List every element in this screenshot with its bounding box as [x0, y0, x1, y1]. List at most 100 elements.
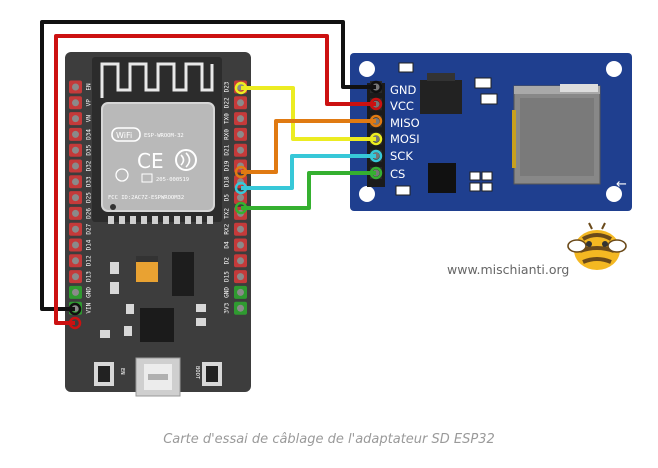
svg-text:WiFi: WiFi	[116, 131, 132, 140]
certification-box	[141, 173, 153, 183]
esp32-right-pin-label: D22	[224, 97, 231, 108]
module-pad	[174, 216, 180, 224]
esp32-left-pin-label: GND	[86, 287, 93, 298]
tantalum-capacitor	[136, 256, 158, 282]
shield-can	[102, 103, 214, 211]
esp32-left-pin-label: D33	[86, 176, 93, 187]
module-pad	[141, 216, 147, 224]
esp32-pin-hole	[237, 146, 244, 154]
esp32-pin-hole	[72, 83, 79, 91]
esp32-left-pin-label: D26	[86, 208, 93, 219]
wire-vcc	[54, 34, 376, 325]
module-pad	[130, 216, 136, 224]
esp32-pin-hole	[237, 99, 244, 107]
wire-mosi	[241, 86, 376, 141]
esp32-right-pin-label: RX2	[224, 223, 231, 234]
esp32-pin-hole	[237, 225, 244, 233]
esp32-right-pin-label: D19	[224, 160, 231, 171]
mounting-hole	[359, 61, 375, 77]
esp32-right-pin-label: TX2	[224, 208, 231, 219]
smd-component	[124, 326, 132, 336]
chip-label: ESP-WROOM-32	[144, 133, 184, 139]
mounting-hole	[606, 186, 622, 202]
esp32-pin-hole	[72, 225, 79, 233]
esp32-pin-hole	[72, 130, 79, 138]
wifi-logo: WiFi	[111, 127, 141, 142]
esp32-left-pin-label: D32	[86, 160, 93, 171]
esp32-pin-hole	[237, 273, 244, 281]
wire-end-connector	[234, 81, 248, 95]
esp32-pin-hole	[72, 194, 79, 202]
pin-label-gnd: GND	[390, 83, 417, 97]
esp32-pin-hole	[237, 194, 244, 202]
esp32-left-pin-label: D35	[86, 144, 93, 155]
esp32-pin-hole	[237, 257, 244, 265]
cert-code: 205-000519	[156, 177, 189, 183]
esp32-left-pin-label: D34	[86, 129, 93, 140]
wire-end-connector	[68, 302, 82, 316]
module-pad	[163, 216, 169, 224]
esp32-pin-hole	[72, 209, 79, 217]
antenna-trace	[100, 62, 214, 98]
esp32-right-pin-label: RX0	[224, 129, 231, 140]
esp32-pin-hole	[72, 178, 79, 186]
esp32-pin-hole	[237, 288, 244, 296]
module-pad	[119, 216, 125, 224]
wire-end-connector	[369, 166, 383, 180]
pin-label-miso: MISO	[390, 116, 420, 130]
en-button	[94, 362, 114, 386]
usb-uart-chip	[140, 308, 174, 342]
esp32-pin-hole	[72, 146, 79, 154]
bee-logo-icon	[567, 222, 627, 270]
esp32-pin-hole	[237, 115, 244, 123]
capacitor	[474, 77, 492, 89]
en-button-label: EN	[119, 368, 125, 375]
resistor	[398, 62, 414, 73]
certification-logo	[115, 168, 129, 182]
esp32-pin-hole	[237, 241, 244, 249]
esp32-pin-hole	[72, 288, 79, 296]
wire-end-connector	[68, 316, 82, 330]
esp32-pin-hole	[237, 130, 244, 138]
esp32-pin-hole	[72, 273, 79, 281]
smd-component	[110, 262, 119, 274]
smd-component	[110, 282, 119, 294]
sd-card-module: GND VCC MISO MOSI SCK CS ←	[350, 53, 632, 211]
boot-button	[202, 362, 222, 386]
wire-gnd	[40, 20, 376, 311]
resistor	[395, 185, 411, 196]
micro-usb-connector	[135, 357, 181, 397]
esp32-board: ESP-WROOM-32 WiFi CE 205-000519 FCC ID:2…	[65, 52, 251, 397]
esp32-right-pin-label: D15	[224, 271, 231, 282]
esp32-left-pin-label: VIN	[86, 302, 93, 313]
smd-component	[196, 304, 206, 312]
esp32-left-pin-label: D27	[86, 223, 93, 234]
arrow-icon: ←	[616, 177, 627, 192]
esp32-left-pin-label: D12	[86, 255, 93, 266]
esp32-right-pin-label: D21	[224, 144, 231, 155]
esp32-pin-hole	[72, 257, 79, 265]
module-pad	[152, 216, 158, 224]
esp32-right-pin-label: TX0	[224, 113, 231, 124]
esp32-pin-hole	[72, 162, 79, 170]
boot-button-label: BOOT	[194, 366, 200, 380]
esp32-pin-hole	[237, 304, 244, 312]
voltage-regulator-tab	[427, 73, 455, 81]
module-pad	[207, 216, 213, 224]
resistor	[481, 182, 493, 192]
esp32-left-pin-label: EN	[86, 83, 93, 91]
micro-sd-slot	[512, 84, 601, 185]
wire-end-connector	[234, 165, 248, 179]
fcc-id: FCC ID:2AC7Z-ESPWROOM32	[108, 195, 184, 201]
wire-end-connector	[369, 80, 383, 94]
ldo-regulator	[172, 252, 194, 296]
watermark-url: www.mischianti.org	[447, 262, 569, 277]
wire-end-connector	[369, 149, 383, 163]
esp32-right-pin-label: D2	[224, 257, 231, 265]
resistor	[481, 171, 493, 181]
capacitor	[480, 93, 498, 105]
esp32-left-pin-label: D13	[86, 271, 93, 282]
esp32-pin-hole	[72, 241, 79, 249]
pin-label-sck: SCK	[390, 149, 413, 163]
